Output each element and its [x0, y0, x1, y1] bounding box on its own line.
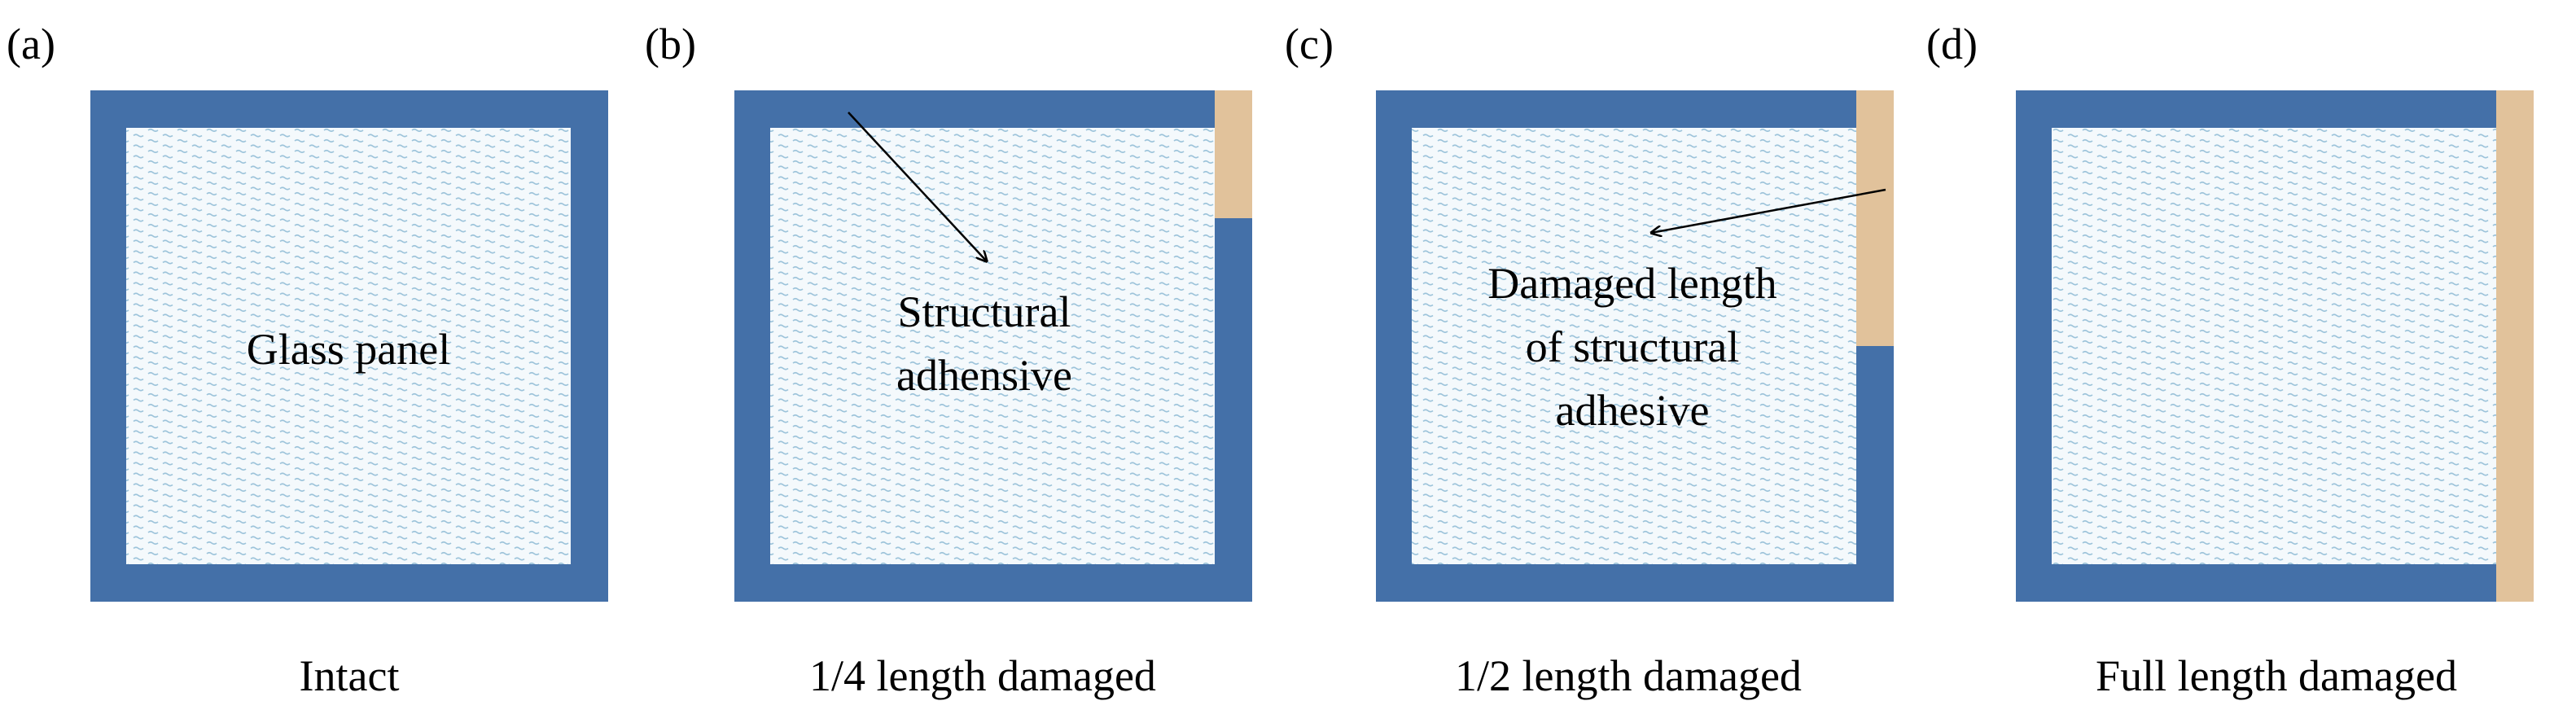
- panel-a-glass: [126, 128, 571, 564]
- panel-b: (b) Structural adhensive 1/4 length dama…: [645, 20, 1252, 700]
- panel-a-caption: Intact: [300, 651, 400, 700]
- panel-c: (c) Damaged length of structural adhesiv…: [1285, 20, 1894, 700]
- panel-d-damaged-adhesive: [2496, 90, 2534, 602]
- panel-c-center-text-line-2: of structural: [1526, 322, 1739, 371]
- panel-a-center-text-line-1: Glass panel: [247, 325, 450, 374]
- panel-c-center-text-line-3: adhesive: [1556, 386, 1710, 435]
- panel-d-caption: Full length damaged: [2096, 651, 2457, 700]
- panel-b-caption: 1/4 length damaged: [809, 651, 1156, 700]
- panel-b-damaged-adhesive: [1215, 90, 1252, 218]
- panel-a: (a) Glass panel Intact: [7, 20, 608, 700]
- panel-b-glass: [770, 128, 1215, 564]
- panel-d: (d) Full length damaged: [1926, 20, 2534, 700]
- panel-c-letter: (c): [1285, 20, 1334, 68]
- panel-a-letter: (a): [7, 20, 55, 68]
- panel-b-center-text-line-1: Structural: [898, 287, 1071, 336]
- panel-b-arrow: [848, 112, 987, 261]
- panel-c-caption: 1/2 length damaged: [1455, 651, 1802, 700]
- panel-c-glass: [1412, 128, 1856, 564]
- panel-d-letter: (d): [1926, 20, 1978, 68]
- panel-b-letter: (b): [645, 20, 696, 68]
- panel-d-glass: [2052, 128, 2496, 564]
- panel-c-damaged-adhesive: [1856, 90, 1894, 346]
- panel-c-arrow: [1651, 188, 1886, 233]
- panel-c-center-text-line-1: Damaged length: [1487, 259, 1776, 308]
- panel-b-center-text-line-2: adhensive: [896, 351, 1072, 400]
